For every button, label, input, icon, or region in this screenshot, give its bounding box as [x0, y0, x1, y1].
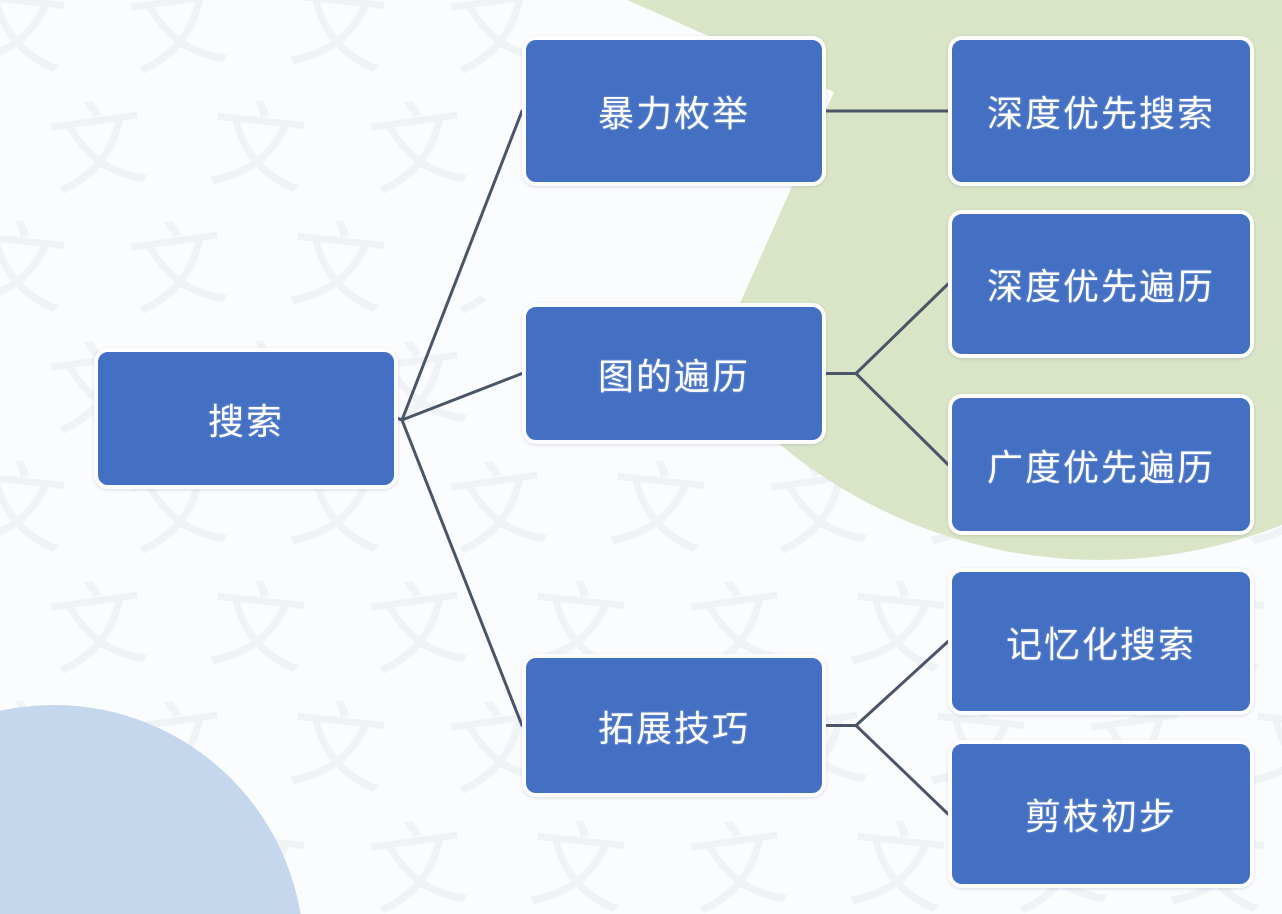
edge-hub-pruning-basics: [854, 724, 950, 816]
mindmap-node-label: 深度优先遍历: [986, 267, 1215, 308]
mindmap-node-label: 广度优先遍历: [986, 447, 1215, 489]
edge-hub-dfs-traversal: [854, 282, 950, 375]
edge-hub-brute-force: [400, 109, 524, 422]
edge-hub-bfs-traversal: [854, 372, 950, 466]
mindmap-node-memoized-search[interactable]: 记忆化搜索: [948, 568, 1254, 715]
edge-hub-graph-traversal: [400, 372, 524, 422]
mindmap-node-graph-traversal[interactable]: 图的遍历: [522, 303, 826, 444]
mindmap-node-pruning-basics[interactable]: 剪枝初步: [948, 740, 1254, 888]
mindmap-node-label: 剪枝初步: [1024, 797, 1177, 838]
mindmap-node-dfs-search[interactable]: 深度优先搜索: [948, 36, 1254, 186]
mindmap-node-brute-force[interactable]: 暴力枚举: [522, 36, 826, 186]
mindmap-node-bfs-traversal[interactable]: 广度优先遍历: [948, 394, 1254, 535]
mindmap-node-extension-skills[interactable]: 拓展技巧: [522, 654, 826, 797]
edge-hub-memoized-search: [854, 640, 950, 727]
mindmap-node-root[interactable]: 搜索: [94, 348, 398, 489]
edge-hub-extension-skills: [400, 418, 524, 727]
mindmap-node-label: 记忆化搜索: [1005, 624, 1196, 666]
mindmap-node-label: 暴力枚举: [597, 94, 750, 135]
mindmap-node-label: 搜索: [207, 401, 284, 443]
mindmap-node-dfs-traversal[interactable]: 深度优先遍历: [948, 210, 1254, 358]
mindmap-node-label: 拓展技巧: [597, 708, 750, 750]
mindmap-node-label: 图的遍历: [597, 356, 750, 398]
mindmap-node-label: 深度优先搜索: [986, 94, 1215, 135]
